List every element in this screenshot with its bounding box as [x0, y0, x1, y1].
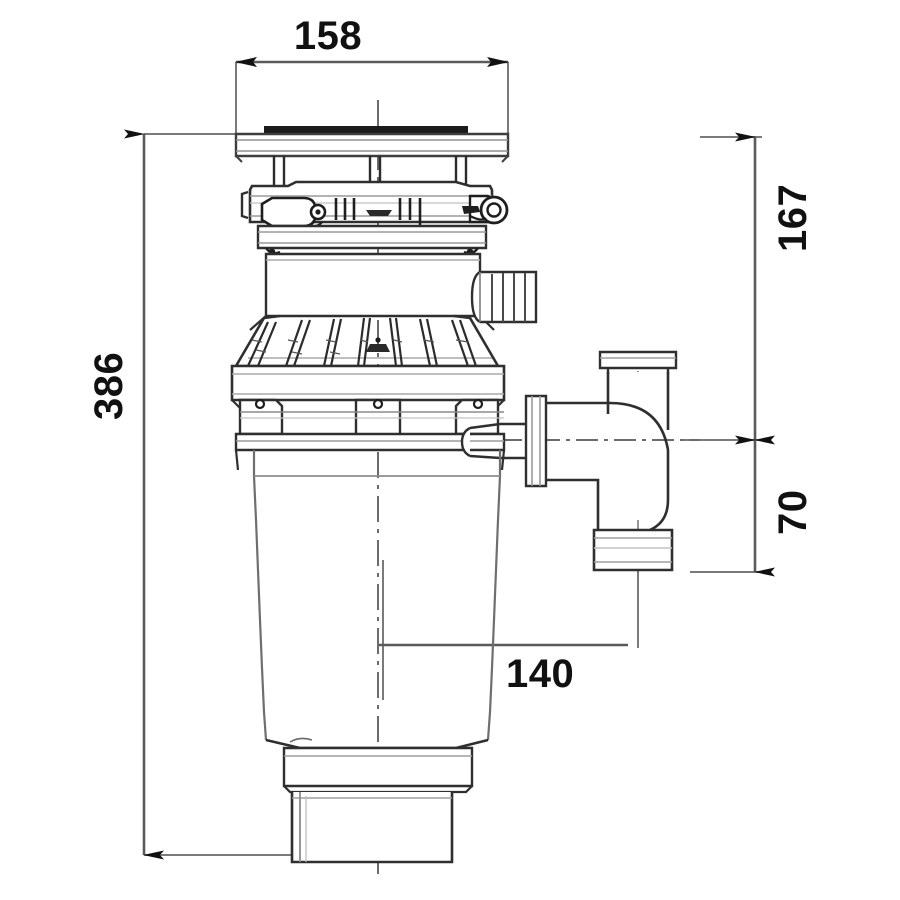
motor-housing-body: [234, 449, 506, 750]
dimension-label-386: 386: [87, 351, 131, 420]
motor-base: [282, 737, 474, 864]
dimension-label-70: 70: [771, 489, 815, 536]
grinding-chamber-flange: [230, 364, 506, 409]
dishwasher-inlet-nipple: [470, 270, 538, 324]
dimension-label-140: 140: [506, 652, 575, 696]
mounting-collar-assembly: [240, 180, 509, 228]
upper-neck-sleeve: [249, 252, 495, 331]
chamber-mount-bosses: [238, 398, 504, 438]
dimension-label-158: 158: [0, 14, 900, 59]
discharge-outlet-stub: [592, 528, 674, 572]
dimension-value-158: 158: [293, 14, 363, 58]
discharge-elbow: [460, 350, 678, 532]
collar-lower-ring: [256, 224, 488, 256]
chamber-waist-band: [234, 432, 506, 452]
sink-mounting-flange: [234, 126, 510, 163]
splash-baffle-fins: [234, 314, 500, 368]
dimension-label-167: 167: [771, 183, 815, 252]
